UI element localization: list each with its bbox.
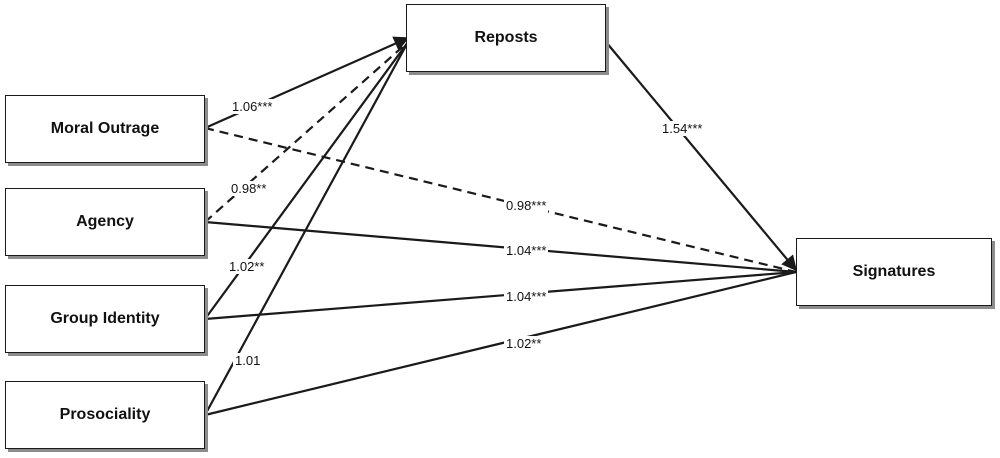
coef-moral-outrage-to-reposts: 1.06*** bbox=[230, 99, 275, 114]
arrow-reposts-to-signatures bbox=[605, 41, 797, 272]
coef-agency-to-signatures: 1.04*** bbox=[504, 243, 549, 258]
node-agency: Agency bbox=[5, 188, 205, 256]
coef-agency-to-reposts: 0.98** bbox=[229, 181, 269, 196]
coef-prosociality-to-reposts: 1.01 bbox=[233, 353, 263, 368]
coef-group-identity-to-signatures: 1.04*** bbox=[504, 289, 549, 304]
arrow-moral-outrage-to-signatures bbox=[204, 126, 797, 274]
coef-reposts-to-signatures: 1.54*** bbox=[660, 121, 705, 136]
node-prosociality: Prosociality bbox=[5, 381, 205, 449]
arrow-prosociality-to-signatures bbox=[204, 270, 797, 417]
node-moral-outrage: Moral Outrage bbox=[5, 95, 205, 163]
node-group-identity: Group Identity bbox=[5, 285, 205, 353]
arrow-prosociality-to-reposts bbox=[204, 41, 409, 416]
arrow-group-identity-to-signatures bbox=[204, 270, 797, 321]
coef-group-identity-to-reposts: 1.02** bbox=[227, 259, 267, 274]
arrow-agency-to-signatures bbox=[204, 220, 797, 274]
node-reposts: Reposts bbox=[406, 4, 606, 72]
coef-moral-outrage-to-signatures: 0.98*** bbox=[504, 198, 549, 213]
coef-prosociality-to-signatures: 1.02** bbox=[504, 336, 544, 351]
node-signatures: Signatures bbox=[796, 238, 992, 306]
